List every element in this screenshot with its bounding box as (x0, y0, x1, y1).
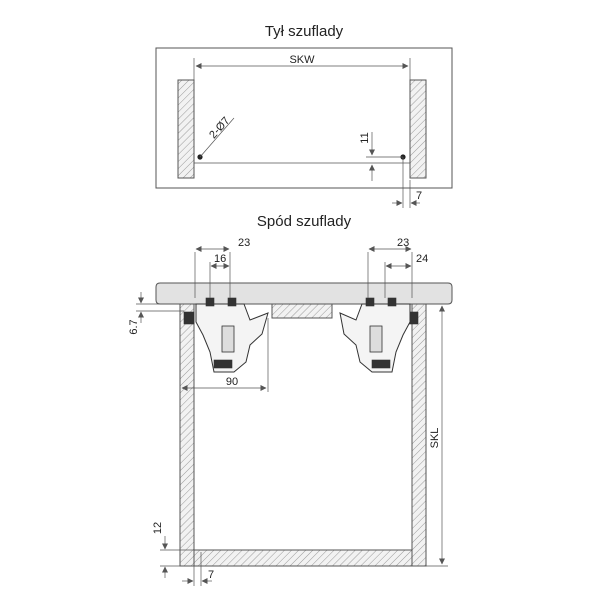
skw-label: SKW (289, 54, 315, 66)
drawer-left-wall (179, 303, 195, 567)
right-device-slot (369, 325, 383, 353)
bottom-view-title: Spód szuflady (257, 213, 352, 230)
skl-label: SKL (429, 428, 441, 449)
dim-11-label: 11 (359, 132, 371, 143)
left-locking-device (183, 297, 269, 373)
drawer-right-wall (411, 303, 427, 567)
dim-12-label: 12 (152, 522, 164, 534)
drawer-front-board (155, 282, 453, 305)
back-view-frame (155, 47, 453, 189)
dim-6-7-label: 6.7 (128, 319, 140, 334)
left-device-slot (221, 325, 235, 353)
back-left-wall (177, 79, 195, 179)
left-dim-16-label: 16 (214, 253, 226, 265)
left-device-pin-1 (205, 297, 215, 307)
dim-90-label: 90 (226, 376, 238, 388)
back-view-title: Tył szuflady (265, 23, 344, 40)
back-view: Tył szuflady SKW 2-Ø7 11 7 (155, 23, 453, 208)
right-device-pin-2 (387, 297, 397, 307)
right-dim-23-label: 23 (397, 237, 409, 249)
hole-leader-line (199, 117, 235, 158)
center-plate (271, 303, 333, 319)
right-device-pin-1 (365, 297, 375, 307)
right-dim-24-label: 24 (416, 253, 428, 265)
hole-diameter-label: 2-Ø7 (207, 115, 232, 141)
dim-7b-label: 7 (208, 569, 214, 581)
left-device-tab (213, 359, 233, 369)
drawer-back-wall (193, 549, 413, 567)
bottom-view: Spód szuflady (128, 213, 453, 586)
right-locking-device (339, 297, 419, 373)
right-device-tab (371, 359, 391, 369)
offset-7-label: 7 (416, 190, 422, 202)
left-device-clip (183, 311, 195, 325)
left-device-pin-2 (227, 297, 237, 307)
back-right-wall (409, 79, 427, 179)
left-dim-23-label: 23 (238, 237, 250, 249)
